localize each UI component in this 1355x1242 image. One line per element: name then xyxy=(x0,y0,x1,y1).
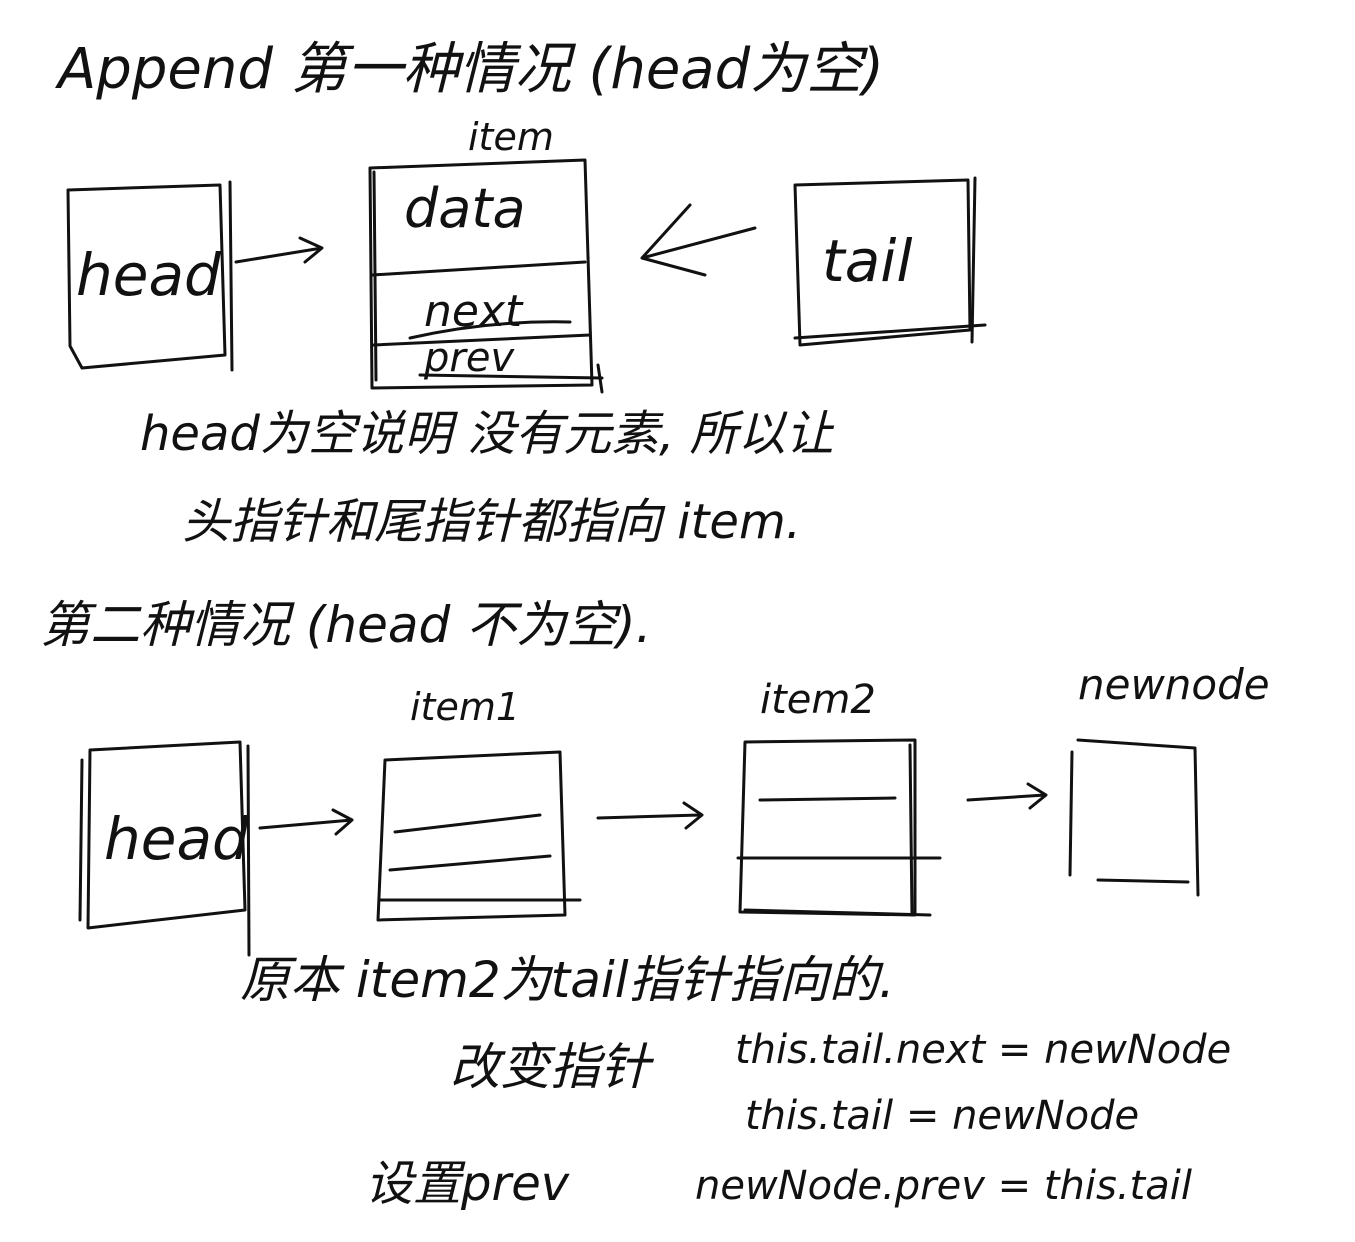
case2-code-line2: this.tail = newNode xyxy=(745,1093,1140,1139)
case2-item1-label: item1 xyxy=(410,685,521,729)
case1-tail-arrow xyxy=(640,203,757,277)
case2-item2-node xyxy=(736,738,942,917)
case2-note-origin: 原本 item2为tail指针指向的. xyxy=(240,951,895,1009)
case1-head-arrow xyxy=(234,236,324,264)
case2-prev-label: 设置prev xyxy=(365,1156,570,1212)
case1-next-field: next xyxy=(424,286,523,337)
case2-change-label: 改变指针 xyxy=(450,1038,650,1096)
case1-item-node xyxy=(368,158,604,394)
case1-prev-field: prev xyxy=(424,335,515,381)
case1-tail-label: tail xyxy=(822,227,913,295)
case2-code-line1: this.tail.next = newNode xyxy=(735,1027,1232,1073)
case2-head-label: head xyxy=(104,805,249,873)
case1-head-label: head xyxy=(76,241,221,309)
case1-note-line1: head为空说明 没有元素, 所以让 xyxy=(140,406,834,462)
case2-title: 第二种情况 (head 不为空). xyxy=(40,596,652,654)
case1-title: Append 第一种情况 (head为空) xyxy=(58,37,884,102)
case2-head-box xyxy=(78,740,251,957)
case2-head-arrow xyxy=(258,808,354,836)
case2-code-line3: newNode.prev = this.tail xyxy=(695,1163,1192,1209)
case1-note-line2: 头指针和尾指针都指向 item. xyxy=(182,494,801,550)
case1-item-label: item xyxy=(468,115,554,159)
case2-item1-node xyxy=(376,750,582,922)
case2-item2-arrow xyxy=(966,782,1048,810)
case2-newnode-label: newnode xyxy=(1078,660,1270,709)
case1-next-strike xyxy=(408,320,572,340)
case1-data-field: data xyxy=(404,177,526,240)
case2-newnode-box xyxy=(1068,738,1200,897)
case1-head-box xyxy=(66,180,234,372)
case1-tail-box xyxy=(793,176,987,347)
case2-item2-label: item2 xyxy=(760,677,876,723)
case2-item1-arrow xyxy=(596,801,704,830)
